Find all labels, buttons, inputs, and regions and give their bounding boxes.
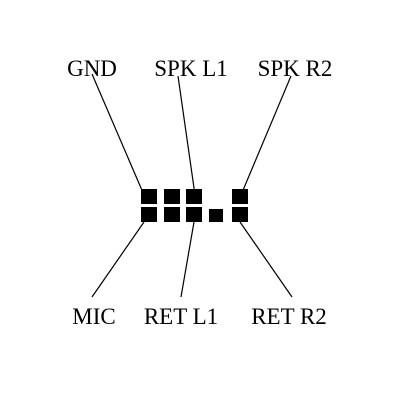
label-ret-r2: RET R2 (251, 304, 327, 329)
pin-top-3 (186, 189, 202, 204)
pin-bottom-5 (232, 207, 248, 222)
leader-line-spk-r2 (240, 75, 292, 196)
label-gnd: GND (67, 56, 117, 81)
leader-line-ret-r2 (239, 221, 293, 298)
leader-line-spk-l1 (177, 75, 196, 196)
pin-top-1 (141, 189, 157, 204)
pin-bottom-4 (209, 209, 223, 222)
leader-line-mic (91, 221, 145, 298)
pin-bottom-2 (164, 207, 180, 222)
pin-bottom-3 (186, 207, 202, 222)
leader-line-ret-l1 (180, 221, 195, 298)
pin-top-5 (232, 189, 248, 204)
label-spk-l1: SPK L1 (154, 56, 228, 81)
pin-bottom-1 (141, 207, 157, 222)
label-spk-r2: SPK R2 (258, 56, 333, 81)
leader-line-gnd (91, 73, 145, 196)
label-mic: MIC (72, 304, 115, 329)
pin-top-2 (164, 189, 180, 204)
label-ret-l1: RET L1 (144, 304, 218, 329)
